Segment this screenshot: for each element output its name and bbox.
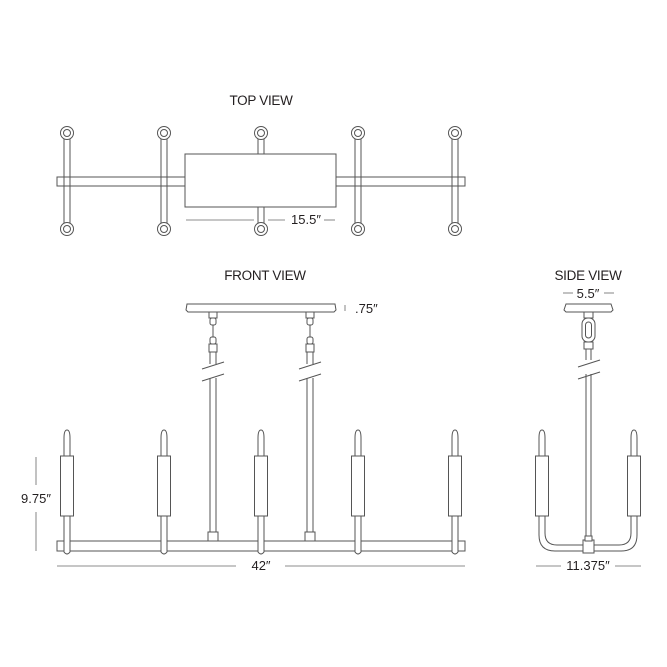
side-view: SIDE VIEW 5.5″ 11.375″ xyxy=(535,268,641,573)
side-view-depth-label: 11.375″ xyxy=(566,558,610,573)
front-view-rods xyxy=(200,311,323,542)
top-view-canopy xyxy=(184,153,337,208)
top-view-title: TOP VIEW xyxy=(229,93,293,108)
front-view-canopy-height-label: .75″ xyxy=(355,301,378,316)
side-view-canopy-width-label: 5.5″ xyxy=(577,286,600,301)
top-view: TOP VIEW xyxy=(56,93,466,236)
front-view-width-label: 42″ xyxy=(251,558,270,573)
front-view-height-label: 9.75″ xyxy=(21,491,51,506)
front-view: FRONT VIEW .75″ xyxy=(21,268,466,573)
side-view-title: SIDE VIEW xyxy=(554,268,622,283)
front-view-canopy xyxy=(185,303,337,313)
side-view-canopy xyxy=(563,303,614,313)
top-view-canopy-width-label: 15.5″ xyxy=(291,212,321,227)
front-view-candles xyxy=(60,429,462,555)
front-view-title: FRONT VIEW xyxy=(224,268,306,283)
